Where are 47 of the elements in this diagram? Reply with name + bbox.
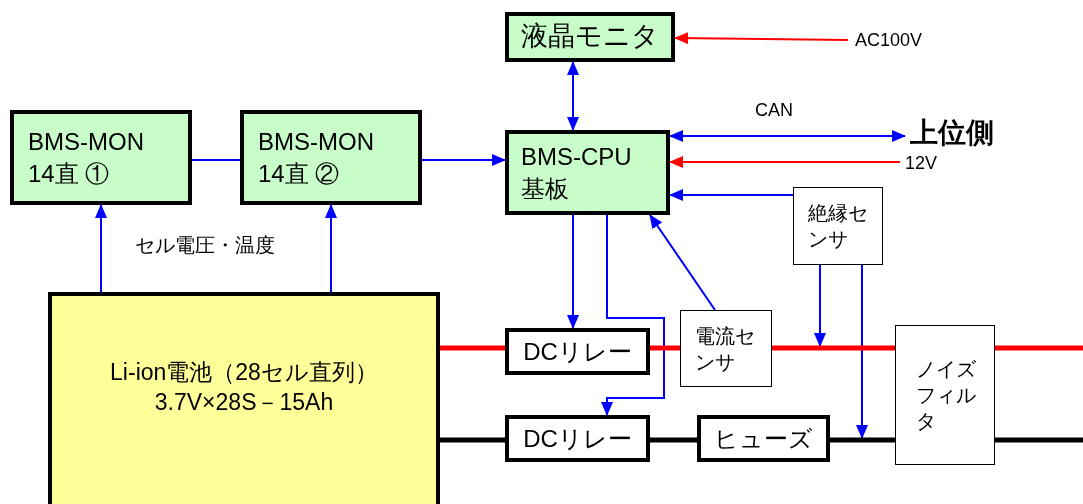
node-label: ノイズフィルタ [916,357,977,434]
power-line [440,345,505,351]
node-label: BMS-CPU 基板 [521,142,633,204]
annotation-label: セル電圧・温度 [135,233,275,258]
power-line [650,437,697,443]
arrow [649,214,716,311]
relay-box [505,328,650,375]
battery-box [48,292,440,504]
node-label: BMS-MON 14直 ② [258,127,375,189]
power-line [650,345,680,351]
node-label: Li-ion電池（28セル直列） [110,358,378,387]
display-box [505,12,675,62]
arrow [567,214,579,329]
relay-box [505,415,650,462]
monitor-module-box [10,110,192,205]
power-line [995,345,1083,351]
filter-box [895,325,995,465]
node-label: BMS-MON 14直 ① [28,127,145,189]
arrow [674,32,849,45]
arrow [601,214,665,416]
monitor-module-box [240,110,422,205]
sensor-box [793,187,883,265]
arrow [325,204,337,293]
arrow [814,264,826,347]
arrow [669,156,901,168]
node-label: DCリレー [523,336,632,367]
power-line [995,437,1083,443]
node-label: DCリレー [523,423,632,454]
node-label: 電流センサ [695,323,756,375]
arrow [669,130,906,142]
node-label: 3.7V×28S－15Ah [154,387,334,417]
sensor-box [680,310,772,387]
connector-line [191,159,241,161]
arrow [95,204,107,293]
controller-box [505,130,670,215]
arrow [567,61,579,131]
arrow [421,154,506,166]
arrow [856,264,868,439]
node-label: ヒューズ [714,423,813,454]
power-line [440,437,505,443]
node-label: 絶縁センサ [808,201,869,252]
power-line [830,437,895,443]
port-label: AC100V [848,26,948,54]
fuse-box [697,415,830,462]
node-label: 液晶モニタ [521,20,659,54]
power-line [772,345,895,351]
arrow [669,189,794,201]
